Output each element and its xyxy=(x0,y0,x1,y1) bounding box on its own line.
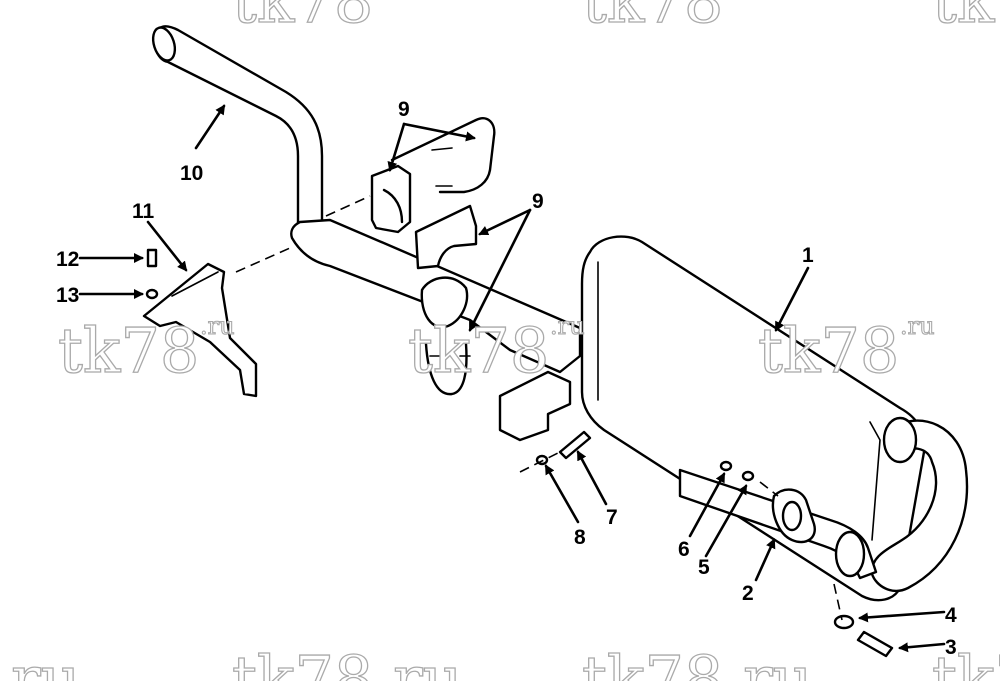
watermark-text: tk78 xyxy=(758,314,899,387)
watermark-text: tk78.ru xyxy=(582,642,813,681)
outlet-elbow xyxy=(870,416,969,593)
callout-11: 11 xyxy=(132,200,155,223)
hardware xyxy=(145,248,894,658)
watermark-text: tk78 xyxy=(408,314,549,387)
watermark-middle: tk78 .ru tk78 .ru tk78 .ru xyxy=(57,311,935,387)
callout-10: 10 xyxy=(180,162,203,185)
gasket-part-2 xyxy=(771,488,816,544)
callout-7: 7 xyxy=(606,506,618,529)
watermark-text: tk78 xyxy=(58,314,199,387)
hanger-bracket xyxy=(498,370,572,442)
callout-4: 4 xyxy=(945,604,957,627)
assembly-lines xyxy=(235,195,843,621)
tailpipe-part-10 xyxy=(151,25,324,248)
watermark-text: tk78 xyxy=(232,0,373,37)
callout-9-lower: 9 xyxy=(532,190,544,213)
callout-13: 13 xyxy=(56,284,79,307)
callout-5: 5 xyxy=(698,556,710,579)
callout-2: 2 xyxy=(742,582,754,605)
callout-labels: 1 2 3 4 5 6 7 8 9 9 10 11 12 13 xyxy=(56,98,957,659)
clamp-lower-part-9 xyxy=(414,204,478,396)
watermark-text: tk78.ru xyxy=(0,642,81,681)
muffler-part-1 xyxy=(580,235,926,602)
watermark-top: tk78 tk78 tk78 xyxy=(231,0,1000,38)
callout-1: 1 xyxy=(802,244,814,267)
watermark-text: tk78 xyxy=(582,0,723,37)
bracket-part-11 xyxy=(142,262,258,398)
watermark-text: tk78.ru xyxy=(232,642,463,681)
watermark-text: .ru xyxy=(900,312,935,340)
watermark-text: tk78 xyxy=(932,0,1000,37)
callout-6: 6 xyxy=(678,538,690,561)
watermark-bottom: tk78.ru tk78.ru tk78.ru tk78.ru xyxy=(0,641,1000,681)
leader-arrows xyxy=(78,104,946,653)
watermark-text: tk78.ru xyxy=(932,642,1000,681)
callout-3: 3 xyxy=(945,636,957,659)
watermark-text: .ru xyxy=(200,312,235,340)
callout-12: 12 xyxy=(56,248,79,271)
callout-8: 8 xyxy=(574,526,586,549)
watermark-text: .ru xyxy=(550,312,585,340)
callout-9-upper: 9 xyxy=(398,98,410,121)
clamp-upper-part-9 xyxy=(370,117,496,234)
